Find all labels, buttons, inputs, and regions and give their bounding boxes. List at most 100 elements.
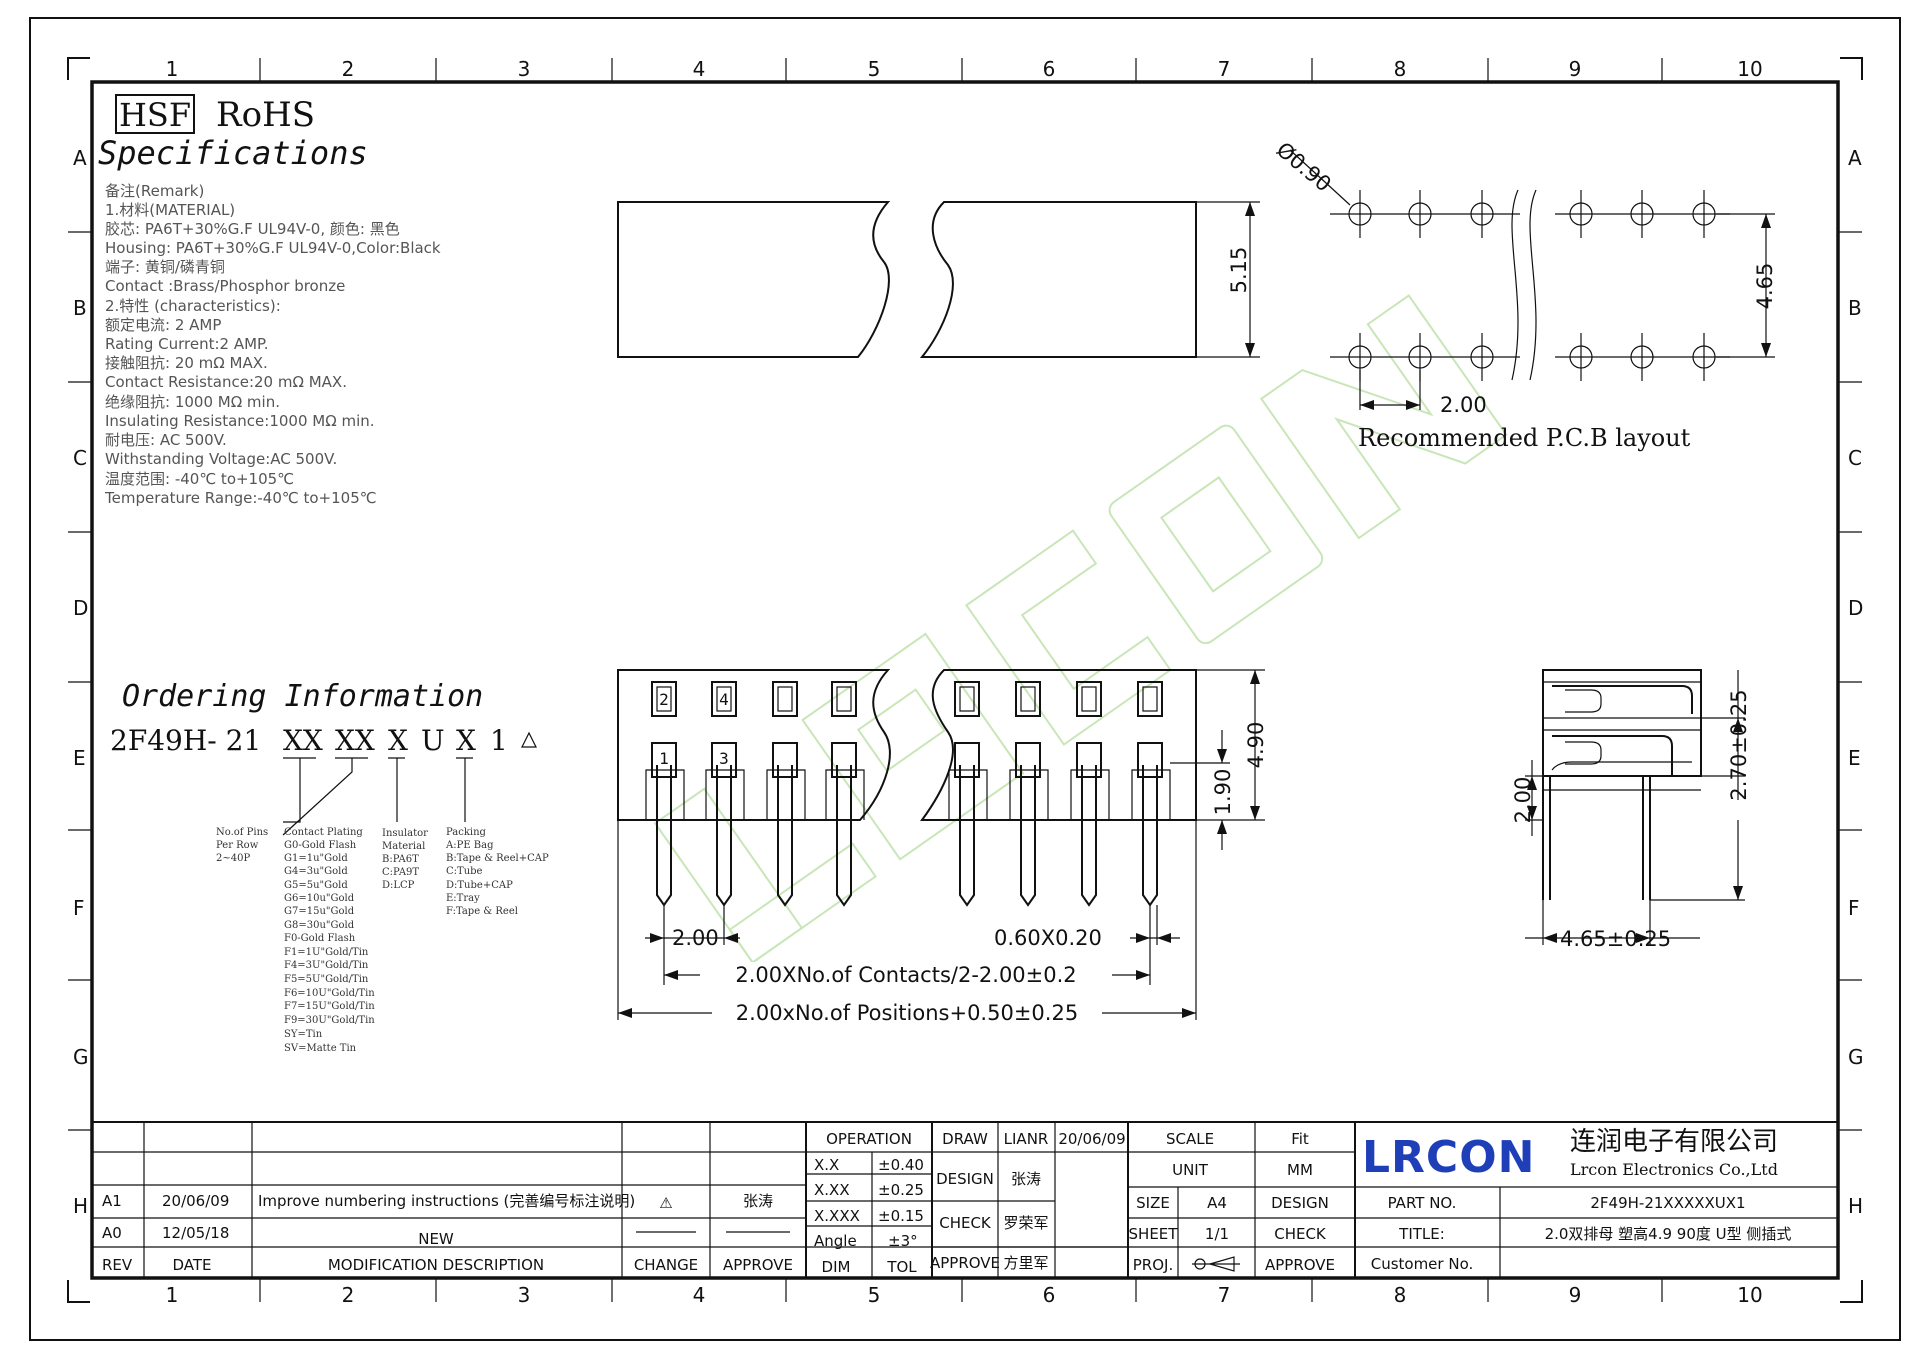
pin-number-2: 2 (659, 690, 669, 709)
dim-contacts-length: 2.00XNo.of Contacts/2-2.00±0.2 (735, 963, 1076, 987)
company-name-cn: 连润电子有限公司 (1570, 1127, 1778, 1157)
col-label-top: 4 (693, 57, 706, 81)
insulator-label-line: C:PA9T (382, 867, 419, 878)
col-label-bottom: 8 (1394, 1283, 1407, 1307)
row-label-right: F (1848, 896, 1860, 920)
remark-line: 1.材料(MATERIAL) (105, 201, 235, 219)
rev-a1-desc: Improve numbering instructions (完善编号标注说明… (258, 1192, 635, 1210)
hsf-box (115, 94, 195, 134)
ordering-prefix: 2F49H- 21 (110, 724, 261, 757)
ordering-code-plating: XX (335, 724, 375, 757)
dim-side-h1: 2.70±0.25 (1727, 689, 1751, 800)
side-view: 2.70±0.25 2.00 4.65±0.25 (1511, 669, 1751, 951)
scale-value: Fit (1291, 1130, 1309, 1148)
packing-label-line: C:Tube (446, 866, 483, 877)
remark-line: Contact :Brass/Phosphor bronze (105, 277, 345, 295)
approve-name: 方里军 (1003, 1254, 1048, 1272)
rev-a1: A1 (102, 1192, 122, 1210)
ordering-code-insulator: X (388, 724, 408, 757)
plating-label-line: SY=Tin (284, 1029, 323, 1040)
insulator-label-line: B:PA6T (382, 854, 419, 865)
design-name: 张涛 (1011, 1170, 1041, 1188)
design-label: DESIGN (936, 1170, 994, 1188)
rev-a1-approve: 张涛 (743, 1192, 773, 1210)
remark-line: 绝缘阻抗: 1000 MΩ min. (105, 393, 280, 411)
remark-line: Withstanding Voltage:AC 500V. (105, 450, 337, 468)
tol-val-4: ±3° (888, 1232, 918, 1250)
dim-front-h2: 1.90 (1211, 769, 1235, 816)
draw-date: 20/06/09 (1058, 1130, 1125, 1148)
approve-header: APPROVE (723, 1256, 793, 1274)
row-label-right: E (1848, 746, 1861, 770)
dim-positions-length: 2.00xNo.of Positions+0.50±0.25 (736, 1001, 1078, 1025)
ordering-title: Ordering Information (122, 679, 483, 714)
tol-dim-2: X.XX (814, 1181, 850, 1199)
col-label-bottom: 5 (868, 1283, 881, 1307)
rev-header: REV (102, 1256, 133, 1274)
packing-label-line: A:PE Bag (445, 840, 494, 851)
tol-val-1: ±0.40 (878, 1156, 924, 1174)
dim-pin-size: 0.60X0.20 (994, 926, 1102, 950)
dim-side-width: 4.65±0.25 (1560, 927, 1671, 951)
tol-val-2: ±0.25 (878, 1181, 924, 1199)
ordering-code-u: U (421, 724, 445, 757)
remark-line: Housing: PA6T+30%G.F UL94V-0,Color:Black (105, 239, 441, 257)
pin-number-1: 1 (659, 749, 669, 768)
customer-label: Customer No. (1371, 1255, 1474, 1273)
dim-pcb-row: 4.65 (1753, 263, 1777, 310)
dim-side-h2: 2.00 (1511, 777, 1535, 824)
plating-label-line: SV=Matte Tin (284, 1043, 357, 1054)
plating-label-line: G7=15u"Gold (284, 906, 355, 917)
plating-label-line: F1=1U"Gold/Tin (284, 947, 369, 958)
approve-label: APPROVE (930, 1254, 1000, 1272)
plating-label-line: G4=3u"Gold (284, 866, 348, 877)
plating-label-line: G6=10u"Gold (284, 893, 355, 904)
remark-line: Contact Resistance:20 mΩ MAX. (105, 373, 347, 391)
remarks-block: 备注(Remark) 1.材料(MATERIAL) 胶芯: PA6T+30%G.… (104, 182, 441, 507)
dim-text-mask (712, 1000, 1102, 1026)
plating-label-line: F9=30U"Gold/Tin (284, 1015, 375, 1026)
part-no-label: PART NO. (1388, 1194, 1457, 1212)
pcb-layout: Ø0.90 4.65 2.00 Recommended P.C.B layout (1272, 137, 1777, 452)
plating-label-line: F5=5U"Gold/Tin (284, 974, 369, 985)
row-zones: A B C D E F G H A B C D E F G H (68, 146, 1864, 1218)
col-label-top: 8 (1394, 57, 1407, 81)
rev-a1-date: 20/06/09 (162, 1192, 229, 1210)
pin-number-3: 3 (719, 749, 729, 768)
row-label-left: F (73, 896, 85, 920)
remark-line: 接触阻抗: 20 mΩ MAX. (105, 354, 268, 372)
col-label-top: 5 (868, 57, 881, 81)
col-label-top: 10 (1737, 57, 1762, 81)
row-label-left: E (73, 746, 86, 770)
dim-top-height: 5.15 (1227, 247, 1251, 294)
tol-val-3: ±0.15 (878, 1207, 924, 1225)
col-label-top: 2 (342, 57, 355, 81)
unit-value: MM (1287, 1161, 1313, 1179)
draw-name: LIANR (1004, 1130, 1049, 1148)
tol-dim-1: X.X (814, 1156, 839, 1174)
col-label-top: 3 (518, 57, 531, 81)
rev-a0-desc: NEW (418, 1230, 454, 1248)
approve-label-2: APPROVE (1265, 1256, 1335, 1274)
pins-label-line: 2~40P (216, 853, 250, 864)
remark-line: 备注(Remark) (105, 182, 204, 200)
check-label: CHECK (939, 1214, 992, 1232)
size-value: A4 (1207, 1194, 1227, 1212)
remark-line: 额定电流: 2 AMP (105, 316, 221, 334)
remark-line: Temperature Range:-40℃ to+105℃ (104, 489, 377, 507)
projection-symbol-icon (1192, 1256, 1240, 1272)
remark-line: 端子: 黄铜/磷青铜 (105, 258, 225, 276)
pins-label-line: No.of Pins (216, 827, 268, 838)
company-logo: LRCON (1362, 1132, 1535, 1183)
row-label-left: B (73, 296, 87, 320)
packing-label-line: E:Tray (446, 893, 480, 904)
plating-label-line: F0-Gold Flash (284, 933, 356, 944)
col-label-bottom: 10 (1737, 1283, 1762, 1307)
plating-label-line: F4=3U"Gold/Tin (284, 960, 369, 971)
insulator-label-line: Material (382, 841, 425, 852)
pin-number-4: 4 (719, 690, 729, 709)
remark-line: 2.特性 (characteristics): (105, 297, 281, 315)
sheet-label: SHEET (1129, 1225, 1179, 1243)
packing-label-line: Packing (446, 827, 487, 838)
